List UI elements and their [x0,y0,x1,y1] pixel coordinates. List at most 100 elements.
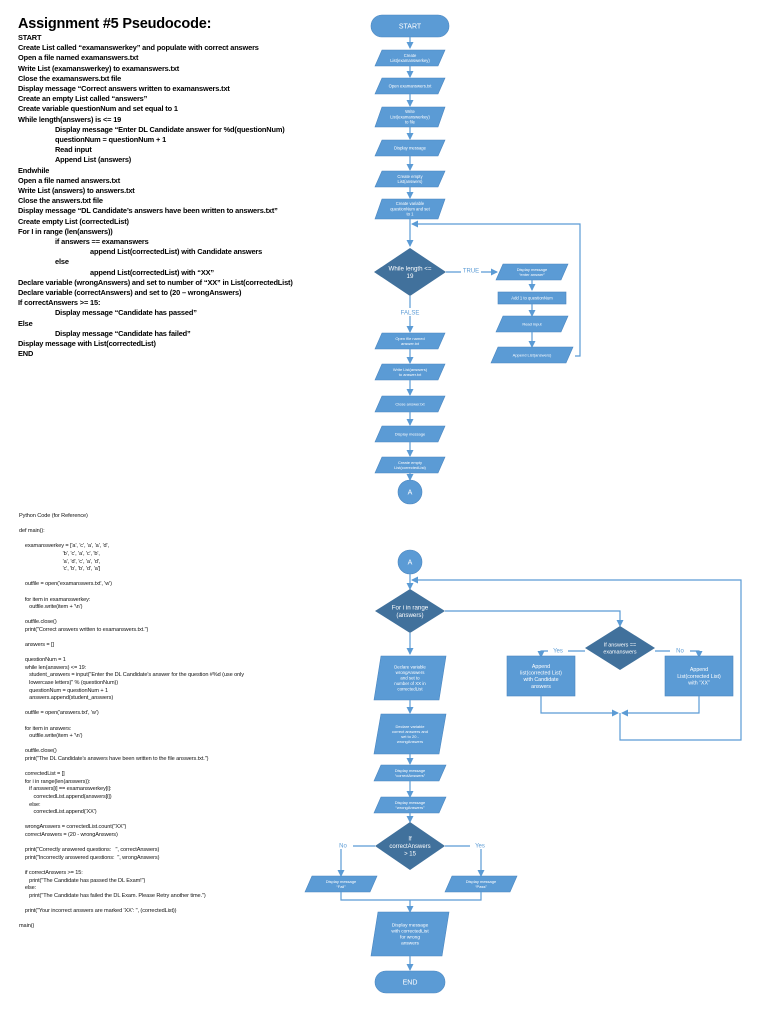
shape-label: set to 20 - [401,734,419,739]
pseudocode-line: Create an empty List called “answers” [18,94,148,104]
pseudocode-title: Assignment #5 Pseudocode: [18,16,212,32]
shape-label: and set to [400,676,420,681]
code-line: print("The DL Candidate's answers have b… [19,756,209,762]
pseudocode-line: Display message “Candidate has passed” [55,308,197,318]
connector-line [340,892,482,901]
pseudocode-line: Open a file named examanswers.txt [18,53,139,63]
pseudocode-line: Else [18,318,33,328]
shape-label: Write [405,109,415,114]
true-label: TRUE [463,269,479,275]
shape-label: List(correctedList) [394,465,426,470]
code-line: for item in examanswerkey: [19,596,91,603]
shape-label: 19 [407,273,414,280]
shape-label: questionNum and set [390,206,430,211]
code-line: correctedList.append('XX') [19,809,97,816]
shape-label: “enter answer” [519,272,545,277]
terminal-label: START [399,23,422,30]
code-line: print("Incorrectly answered questions: "… [19,854,160,861]
yes-label: Yes [553,649,563,655]
pseudocode-line: For I in range (len(answers)) [18,226,113,236]
connector-line [445,610,624,627]
pseudocode-line: questionNum = questionNum + 1 [55,135,167,145]
code-line: for i in range(len(answers)): [19,778,91,785]
shape-label: Append [690,667,708,673]
line-label-bg [400,308,420,316]
shape-label: with correctedList [391,929,429,935]
shape-label: Display message [395,431,426,436]
loop-back-line [411,220,581,357]
pseudocode-line: If correctAnswers >= 15: [18,298,101,308]
pseudocode-line: else [55,257,69,267]
shape-label: List(examanswerkey) [390,114,430,119]
shape-label: Display message [392,923,429,929]
process-step [495,263,569,281]
code-line: correctedList.append(answers[i]) [19,793,112,800]
shape-label: answer.txt [401,341,420,346]
code-line: answers.append(student_answers) [19,695,114,702]
code-line: questionNum = questionNum + 1 [19,687,109,694]
process-step [374,456,446,474]
process-step [374,77,446,95]
connector-line [621,696,700,717]
code-line: correctAnswers = (20 - wrongAnswers) [19,831,118,838]
shape-label: List(answers) [398,179,424,184]
connector-line [655,650,703,658]
line-label-bg [333,841,353,849]
connector-label: A [408,490,413,497]
shape-label: While length <= [389,265,432,272]
shape-label: Create empty [398,460,422,465]
shape-label: Add 1 to questionNum [511,295,553,300]
code-line: if answers[i] == examanswerkey[i]: [19,786,112,793]
final-message-box [370,911,450,957]
line-label-bg [670,646,690,654]
fail-message-box [304,875,378,893]
pseudocode-line: Create empty List (correctedList) [18,216,129,226]
code-line: questionNum = 1 [19,657,66,664]
false-label: FALSE [401,311,420,317]
code-line: while len(answers) <= 19: [19,664,87,671]
shape-label: Append List(answers) [513,352,552,357]
pseudocode-line: Display message “Correct answers written… [18,84,230,94]
code-line: examanswerkey = ['a', 'c', 'a', 'a', 'd'… [19,543,109,550]
shape-label: Open file named [395,336,424,341]
pseudocode-line: Display message “Enter DL Candidate answ… [55,124,285,134]
shape-label: If [408,837,412,843]
code-line: for item in answers: [19,725,72,732]
connector-line [337,845,375,877]
process-step [374,425,446,443]
shape-label: with “XX” [688,680,710,686]
line-label-bg [548,646,568,654]
code-line: student_answers = input("Enter the DL Ca… [19,672,244,679]
shape-label: Open examanswers.txt [389,83,433,88]
shape-label: For i in range [392,604,429,611]
terminal-label: END [403,979,418,986]
shape-label: to file [405,120,416,125]
process-step [373,713,447,755]
pseudocode-line: Append List (answers) [55,155,132,165]
connector-line [445,845,485,877]
pseudocode-line: Display message “Candidate has failed” [55,328,191,338]
code-line: print("Correctly answered questions: ", … [19,847,160,854]
process-step [373,796,447,814]
pseudocode-line: Write List (answers) to answers.txt [18,186,135,196]
code-line: 'a', 'd', 'c', 'a', 'd', [19,558,101,565]
end-terminal [374,970,446,994]
pass-decision [375,822,445,870]
off-page-connector [397,479,423,505]
shape-label: with Candidate [523,677,558,683]
pass-message-box [444,875,518,893]
shape-label: correctAnswers [389,844,430,850]
while-decision [374,248,446,296]
shape-label: Read input [522,321,542,326]
shape-label: Declare variable [396,724,426,729]
code-heading: Python Code (for Reference) [19,513,88,519]
shape-label: “correctAnswers” [395,773,426,778]
shape-label: Display message [394,145,427,150]
shape-label: Display message [466,879,497,884]
process-step [490,346,574,364]
code-line: print("The Candidate has failed the DL E… [19,892,206,899]
shape-label: “Pass” [475,884,487,889]
